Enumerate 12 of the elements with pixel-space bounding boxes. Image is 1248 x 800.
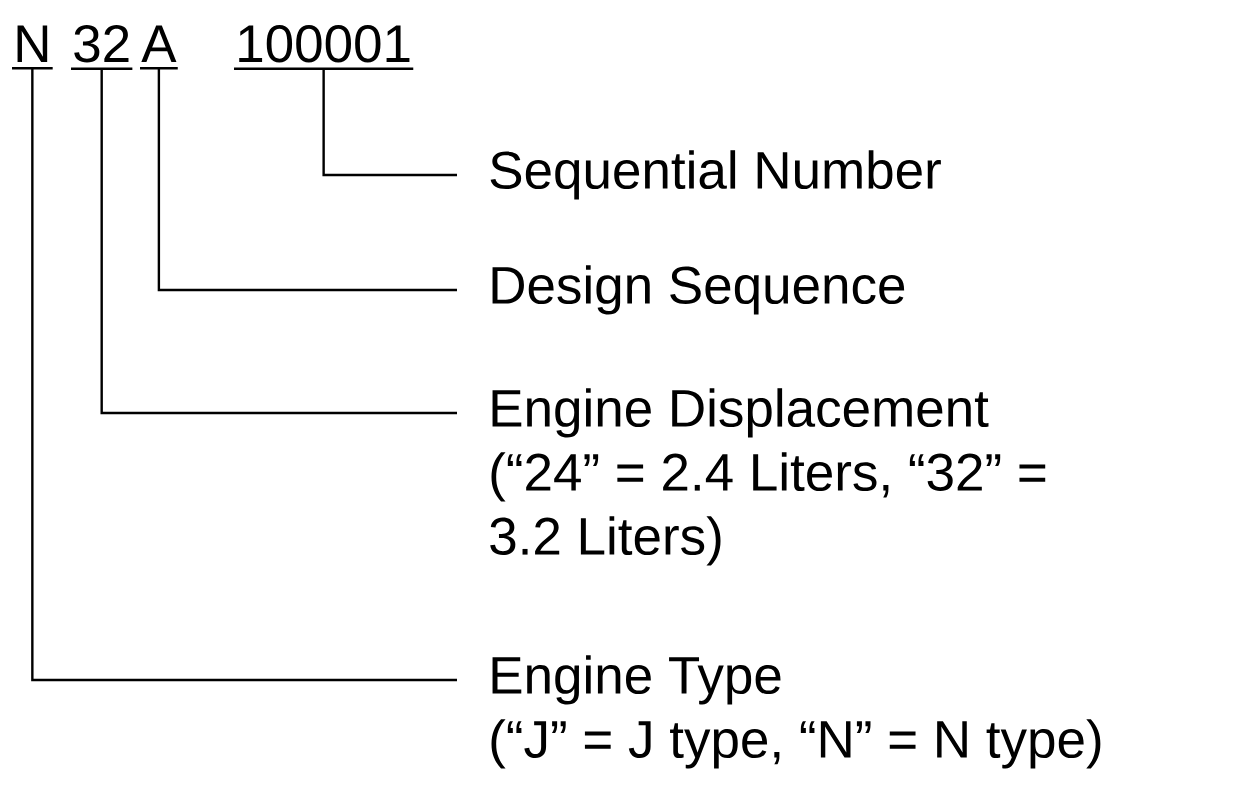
code-character: A [140, 25, 178, 70]
label-text: Engine Displacement (“24” = 2.4 Liters, “32” = 3.2 Liters) [490, 388, 1046, 566]
leader-line [322, 68, 457, 177]
leader-line [157, 68, 457, 292]
leader-line [31, 68, 457, 682]
label-text: Sequential Number [490, 150, 941, 200]
label-text: Engine Type (“J” = J type, “N” = N type) [491, 655, 1101, 769]
leader-line [100, 68, 457, 415]
label-text: Design Sequence [492, 265, 905, 315]
code-character: N [12, 25, 53, 70]
code-character: 100001 [234, 25, 414, 70]
code-character: 32 [71, 25, 133, 70]
